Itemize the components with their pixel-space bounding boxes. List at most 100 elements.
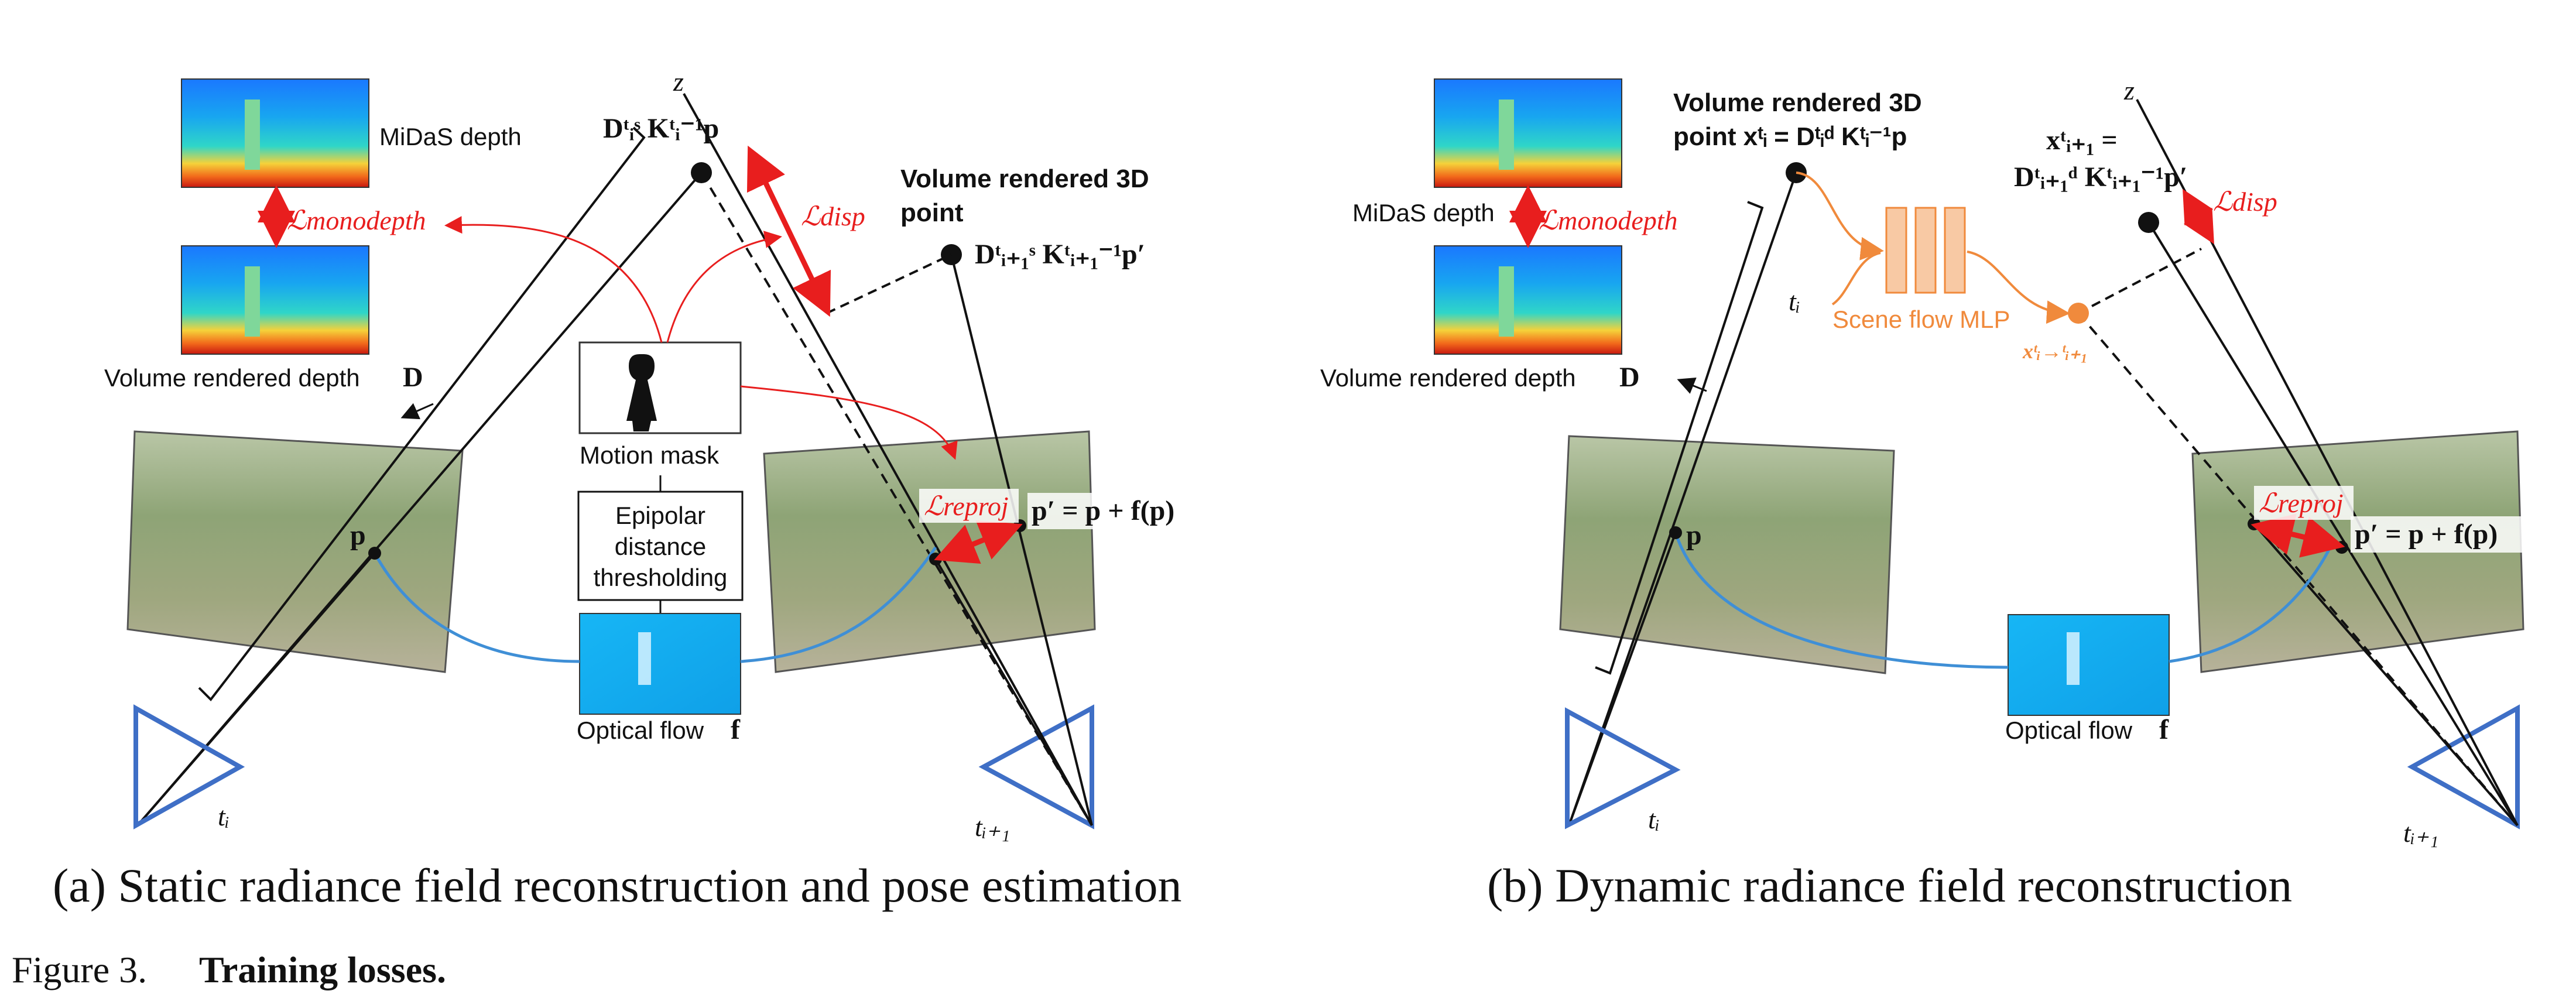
b-point-p: [1669, 526, 1682, 539]
depth-bracket: [198, 126, 646, 702]
epipolar-line-2: distance: [615, 533, 706, 560]
optical-flow-label: Optical flow: [577, 717, 704, 744]
midas-depth-image: [181, 78, 369, 188]
caption-a: (a) Static radiance field reconstruction…: [53, 859, 1182, 912]
flow-curve: [373, 546, 937, 663]
b-volume-depth-image: [1434, 245, 1622, 355]
b-point-x-ti1: [2138, 212, 2159, 233]
b-camera-ti1-label: tᵢ₊₁: [2403, 818, 2438, 848]
b-x-arrow-label: xᵗᵢ→ᵗᵢ₊₁: [2022, 340, 2088, 363]
figure-caption-prefix: Figure 3.: [12, 949, 147, 990]
mask-to-monodepth-arrow: [444, 216, 663, 343]
mask-to-disp-arrow: [666, 231, 782, 343]
figure-caption-title: Training losses.: [199, 949, 446, 990]
volume-person-silhouette: [245, 266, 260, 337]
b-optical-flow-blob: [2067, 632, 2080, 685]
b-disp-dashed-link: [2078, 248, 2202, 314]
b-optical-flow-image: [2008, 614, 2170, 716]
b-midas-depth-image: [1434, 78, 1622, 188]
b-reproj-loss-arrow: [2250, 513, 2345, 558]
epipolar-line-1: Epipolar: [615, 502, 705, 529]
b-ray-left-outer: [1568, 172, 1797, 826]
volume-3d-title-2: point: [900, 198, 964, 227]
b-mlp-input-curve: [1796, 172, 1884, 260]
camera-ti: [133, 704, 245, 829]
ray-left-inner: [136, 552, 376, 827]
b-p-prime-label: p′ = p + f(p): [2355, 519, 2498, 550]
b-x-i1-line-1: xᵗᵢ₊₁ =: [2046, 125, 2118, 156]
point-dti: [691, 162, 712, 183]
b-reproj-label-bg: [2254, 486, 2354, 520]
panel-a: MiDaS depth Volume rendered depth D ℒmon…: [53, 67, 1215, 912]
reproj-label-bg: [919, 489, 1019, 523]
volume-depth-image: [181, 245, 369, 355]
z-axis-label: z: [673, 67, 684, 97]
motion-mask-silhouette: [626, 354, 657, 431]
b-p-prime-label-bg: [2351, 516, 2538, 553]
b-reproj-loss-label: ℒreproj: [2259, 488, 2344, 518]
b-volume-person-silhouette: [1499, 266, 1514, 337]
b-midas-person-silhouette: [1499, 100, 1514, 170]
b-warped-point: [2068, 303, 2089, 324]
point-p: [368, 547, 381, 560]
b-volume-depth-symbol: D: [1619, 362, 1640, 393]
volume-3d-title-1: Volume rendered 3D: [900, 164, 1149, 193]
b-point-p-label: p: [1686, 520, 1702, 551]
frame-b-ti-image: [1559, 435, 1895, 674]
b-ray-dashed-flow: [2077, 312, 2519, 827]
b-volume-depth-label: Volume rendered depth: [1320, 364, 1576, 392]
bracket-pointer: [400, 403, 434, 420]
caption-b: (b) Dynamic radiance field reconstructio…: [1487, 859, 2292, 912]
b-ray-p-prime: [2253, 523, 2519, 827]
b-flow-curve: [1674, 532, 2335, 669]
frame-ti-image: [126, 430, 464, 673]
panel-b: MiDaS depth Volume rendered depth D ℒmon…: [1320, 76, 2538, 912]
b-midas-depth-label: MiDaS depth: [1352, 199, 1495, 227]
b-camera-ti-label: tᵢ: [1648, 804, 1660, 834]
b-mlp-output-curve: [1967, 251, 2070, 324]
b-mlp-layer-3: [1944, 207, 1966, 294]
p-prime-label-bg: [1027, 493, 1215, 529]
optical-flow-blob: [638, 632, 651, 685]
camera-ti1: [978, 704, 1094, 829]
b-ray-left-inner: [1568, 532, 1677, 826]
point-dti-label: Dᵗᵢˢ Kᵗᵢ⁻¹p: [603, 113, 719, 144]
b-x-i1-line-2: Dᵗᵢ₊₁ᵈ Kᵗᵢ₊₁⁻¹p′: [2014, 162, 2187, 193]
b-mlp-layer-2: [1914, 207, 1937, 294]
reproj-loss-arrow: [934, 520, 1023, 564]
b-scene-flow-label: Scene flow MLP: [1832, 306, 2010, 333]
optical-flow-image: [579, 613, 741, 715]
disp-dashed-link: [826, 253, 952, 314]
b-vr-title-2: point xᵗᵢ = Dᵗᵢᵈ Kᵗᵢ⁻¹p: [1673, 122, 1907, 151]
b-disp-loss-label: ℒdisp: [2213, 187, 2277, 217]
midas-depth-label: MiDaS depth: [379, 123, 522, 150]
b-ti-input-curve: [1831, 252, 1881, 306]
mask-to-reproj-arrow: [740, 385, 958, 460]
b-z-axis-label: z: [2123, 76, 2135, 105]
camera-ti1-label: tᵢ₊₁: [975, 812, 1010, 842]
b-optical-flow-label: Optical flow: [2005, 717, 2133, 744]
volume-depth-symbol: D: [403, 362, 423, 393]
ray-p-proj: [934, 558, 1093, 826]
b-monodepth-loss-label: ℒmonodepth: [1539, 205, 1678, 235]
point-p-label: p: [350, 520, 366, 551]
b-vr-title-1: Volume rendered 3D: [1673, 88, 1922, 117]
reproj-loss-label: ℒreproj: [924, 491, 1009, 521]
monodepth-loss-label: ℒmonodepth: [287, 205, 426, 235]
midas-person-silhouette: [245, 100, 260, 170]
camera-ti-label: tᵢ: [218, 801, 229, 831]
volume-3d-math: Dᵗᵢ₊₁ˢ Kᵗᵢ₊₁⁻¹p′: [975, 239, 1145, 270]
b-ti-small-label: tᵢ: [1789, 286, 1800, 316]
disp-loss-label: ℒdisp: [801, 201, 865, 231]
motion-mask-box: [578, 341, 742, 434]
optical-flow-symbol: f: [731, 714, 741, 745]
b-bracket-pointer: [1677, 377, 1707, 394]
b-optical-flow-symbol: f: [2159, 714, 2169, 745]
motion-mask-label: Motion mask: [580, 441, 720, 469]
b-mlp-layer-1: [1885, 207, 1907, 294]
b-depth-bracket: [1595, 201, 1764, 675]
b-camera-ti: [1565, 707, 1681, 829]
disp-loss-arrow: [746, 145, 831, 317]
b-disp-loss-arrow: [2183, 188, 2214, 245]
